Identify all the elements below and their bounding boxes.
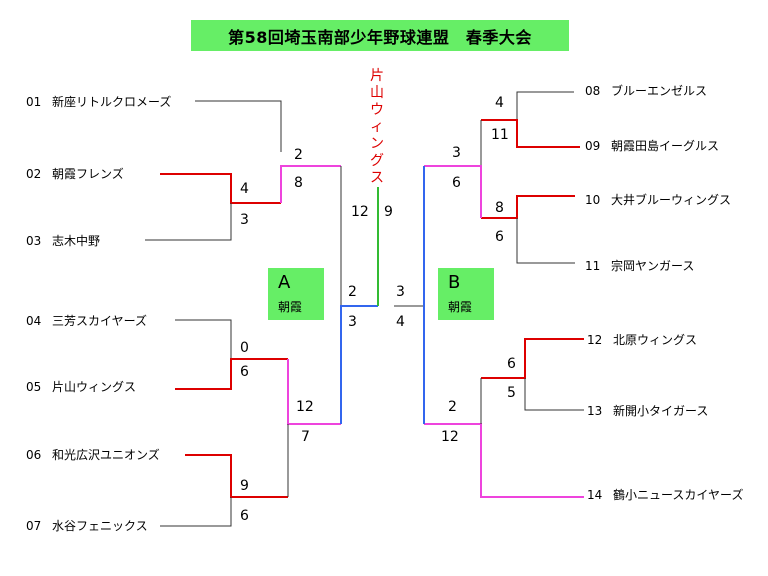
block-a-label: A 朝霞 [268, 268, 324, 320]
bracket-line [424, 165, 482, 218]
bracket-line [524, 378, 584, 411]
score: 3 [452, 145, 461, 161]
bracket-line [160, 497, 232, 527]
bracket-line [516, 218, 575, 264]
score: 6 [495, 229, 504, 245]
score: 6 [240, 508, 249, 524]
score: 3 [396, 284, 405, 300]
bracket-line [481, 338, 584, 379]
score: 6 [452, 175, 461, 191]
score: 12 [296, 399, 314, 415]
bracket-line [424, 423, 584, 498]
bracket-line [145, 203, 232, 241]
bracket-line [280, 165, 341, 203]
bracket-line [481, 119, 580, 148]
score: 0 [240, 340, 249, 356]
tournament-title: 第58回埼玉南部少年野球連盟 春季大会 [228, 27, 532, 47]
score: 4 [240, 181, 249, 197]
score: 7 [301, 429, 310, 445]
score: 2 [294, 147, 303, 163]
score: 6 [240, 364, 249, 380]
score: 4 [495, 95, 504, 111]
score: 11 [491, 127, 509, 143]
bracket-line [160, 173, 281, 204]
bracket-line [340, 305, 378, 424]
tournament-title-banner: 第58回埼玉南部少年野球連盟 春季大会 [191, 20, 569, 51]
score: 5 [507, 385, 516, 401]
bracket-line [175, 358, 288, 390]
score: 3 [240, 212, 249, 228]
bracket-line [195, 100, 282, 152]
bracket-line [175, 319, 232, 359]
score: 9 [240, 478, 249, 494]
score: 9 [384, 204, 393, 220]
champion-name: 片山ウィングス [370, 68, 384, 186]
bracket-line [185, 454, 288, 498]
score: 4 [396, 314, 405, 330]
score: 12 [351, 204, 369, 220]
bracket-line [481, 195, 575, 219]
score: 6 [507, 356, 516, 372]
bracket-line [516, 91, 574, 120]
score: 3 [348, 314, 357, 330]
score: 2 [348, 284, 357, 300]
block-b-label: B 朝霞 [438, 268, 494, 320]
score: 8 [294, 175, 303, 191]
score: 8 [495, 200, 504, 216]
score: 2 [448, 399, 457, 415]
score: 12 [441, 429, 459, 445]
